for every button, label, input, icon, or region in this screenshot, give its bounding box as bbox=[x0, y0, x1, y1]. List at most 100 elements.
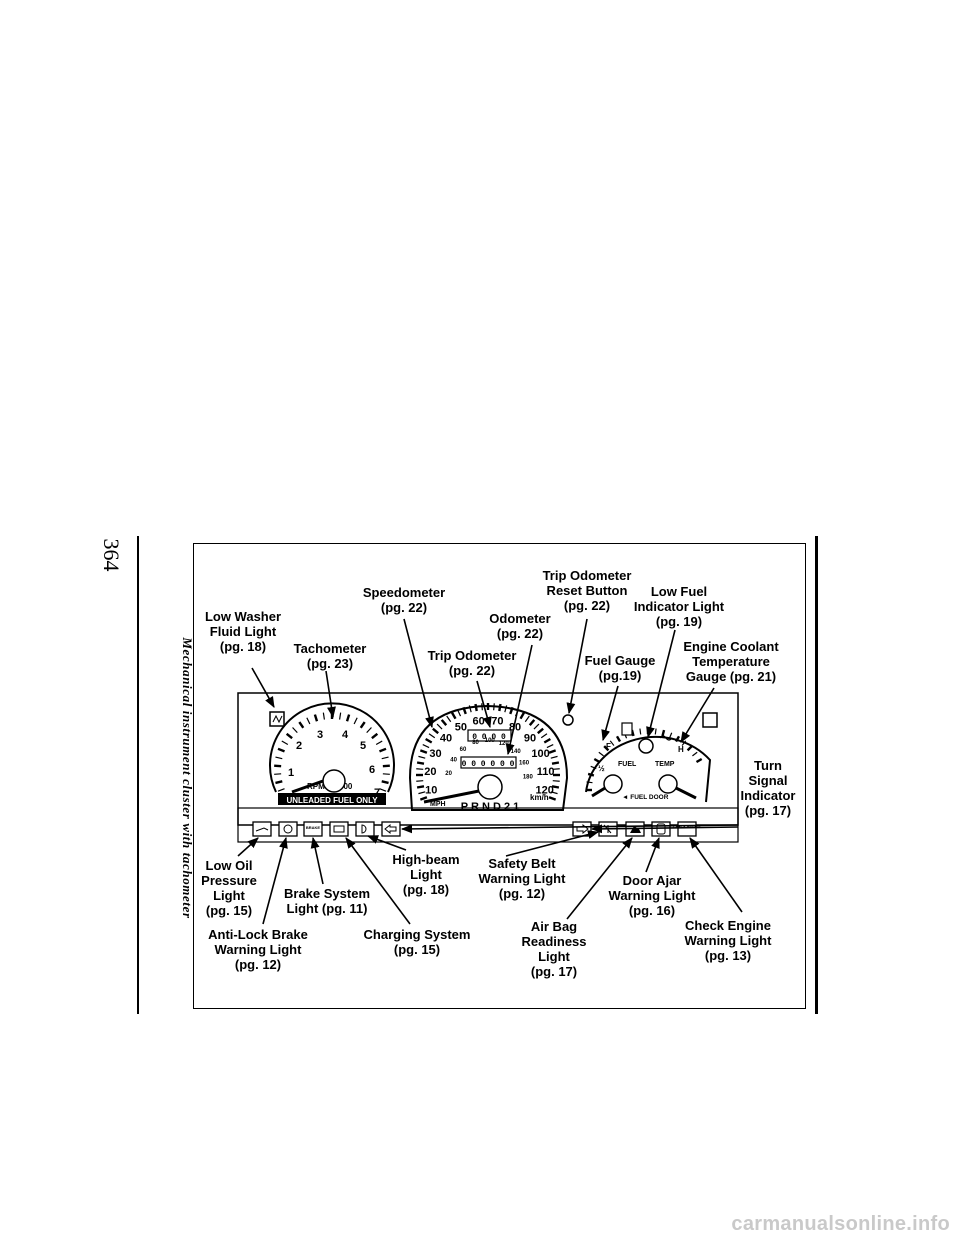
brake-icon bbox=[303, 821, 323, 837]
watermark: carmanualsonline.info bbox=[731, 1213, 950, 1235]
speed-tick bbox=[418, 791, 426, 795]
gauge-tick bbox=[609, 740, 615, 746]
tach-tick bbox=[277, 788, 285, 792]
arrow-odometer bbox=[505, 644, 533, 756]
arrow-safety-belt bbox=[505, 830, 600, 857]
left-turn-icon bbox=[381, 821, 401, 837]
odometer-window bbox=[467, 729, 512, 742]
gauge-tick bbox=[686, 745, 693, 752]
label-fuel-gauge: Fuel Gauge(pg.19) bbox=[584, 653, 656, 683]
tach-tick bbox=[366, 727, 372, 734]
kmh-number-100: 100 bbox=[485, 738, 496, 744]
speed-tick bbox=[425, 737, 433, 744]
speed-tick bbox=[528, 719, 536, 726]
fuel-door-label: ◄ FUEL DOOR bbox=[622, 794, 669, 801]
arrow-speedometer bbox=[403, 618, 434, 729]
speed-tick bbox=[543, 737, 551, 744]
tach-tick bbox=[274, 764, 282, 768]
gauge-tick bbox=[593, 757, 601, 764]
arrow-anti-lock bbox=[262, 836, 288, 925]
square-indicator-lamp bbox=[702, 712, 718, 728]
tach-tick bbox=[382, 773, 390, 775]
speed-tick bbox=[416, 785, 425, 789]
gear-indicator: P R N D 2 1 bbox=[461, 801, 520, 813]
arrow-charging bbox=[345, 837, 411, 925]
tach-number-1: 1 bbox=[288, 767, 294, 779]
speed-tick bbox=[493, 703, 495, 711]
mph-number-100: 100 bbox=[531, 748, 549, 760]
speed-tick bbox=[533, 723, 540, 730]
speed-tick bbox=[419, 796, 428, 801]
speed-tick bbox=[436, 723, 443, 730]
tach-tick bbox=[379, 747, 387, 753]
gauge-tick bbox=[603, 745, 610, 752]
speed-tick bbox=[468, 705, 472, 713]
arrow-low-oil bbox=[237, 837, 259, 857]
speed-tick bbox=[524, 715, 530, 723]
arrow-check-engine bbox=[689, 837, 743, 913]
speedometer-dial: 0 0 0 0 0 0 0 0 0 0 km/h MPH P R N D 2 1… bbox=[408, 703, 569, 813]
tach-tick bbox=[285, 732, 293, 740]
tach-tick bbox=[359, 721, 366, 729]
speed-tick bbox=[509, 706, 514, 715]
speed-tick bbox=[550, 755, 558, 759]
gauge-tick bbox=[654, 728, 657, 735]
mph-number-10: 10 bbox=[425, 785, 437, 797]
tach-number-3: 3 bbox=[317, 729, 323, 741]
gauge-tick bbox=[639, 728, 642, 735]
tach-tick bbox=[381, 756, 389, 760]
speed-tick bbox=[416, 780, 424, 782]
arrow-air-bag bbox=[566, 837, 633, 920]
mph-number-70: 70 bbox=[491, 715, 503, 727]
mph-number-80: 80 bbox=[509, 721, 521, 733]
speed-tick bbox=[552, 780, 560, 782]
tach-tick bbox=[306, 717, 311, 725]
arrow-fuel-gauge bbox=[601, 685, 619, 742]
odometer-digits: 0 0 0 0 bbox=[472, 733, 506, 742]
tachometer-dial: RPM X 1000 UNLEADED FUEL ONLY 1 2 3 4 5 … bbox=[269, 702, 395, 805]
trip-odometer-digits: 0 0 0 0 0 0 bbox=[462, 760, 515, 769]
mph-number-90: 90 bbox=[524, 733, 536, 745]
speed-tick bbox=[422, 744, 430, 749]
arrow-turn-right bbox=[590, 824, 739, 834]
cluster-housing bbox=[237, 692, 739, 826]
tach-tick bbox=[353, 717, 358, 725]
tach-tick bbox=[313, 714, 319, 722]
mph-number-40: 40 bbox=[440, 733, 452, 745]
speed-tick bbox=[551, 785, 560, 789]
high-beam-icon bbox=[355, 821, 375, 837]
arrow-coolant bbox=[680, 687, 715, 743]
speed-tick bbox=[450, 712, 457, 720]
mph-number-50: 50 bbox=[455, 721, 467, 733]
label-trip-odometer: Trip Odometer(pg. 22) bbox=[427, 648, 517, 678]
trip-reset-button bbox=[562, 714, 574, 726]
kmh-number-160: 160 bbox=[519, 761, 530, 767]
tach-tick bbox=[292, 727, 298, 734]
label-odometer: Odometer(pg. 22) bbox=[489, 611, 551, 641]
kmh-number-180: 180 bbox=[523, 775, 534, 781]
kmh-number-20: 20 bbox=[445, 771, 452, 777]
arrow-tachometer bbox=[325, 670, 336, 719]
tach-tick bbox=[382, 764, 390, 768]
tach-tick bbox=[379, 788, 387, 792]
right-margin-rule bbox=[815, 536, 818, 1014]
temp-gauge-label: TEMP bbox=[655, 761, 675, 768]
speed-tick bbox=[440, 719, 448, 726]
tach-number-4: 4 bbox=[342, 729, 349, 741]
speed-tick bbox=[446, 715, 452, 723]
label-tachometer: Tachometer(pg. 23) bbox=[293, 641, 367, 671]
speed-tick bbox=[537, 727, 544, 735]
mph-number-120: 120 bbox=[536, 785, 554, 797]
battery-icon bbox=[329, 821, 349, 837]
label-speedometer: Speedometer(pg. 22) bbox=[362, 585, 446, 615]
gauge-tick bbox=[615, 735, 622, 743]
tach-number-2: 2 bbox=[296, 740, 302, 752]
